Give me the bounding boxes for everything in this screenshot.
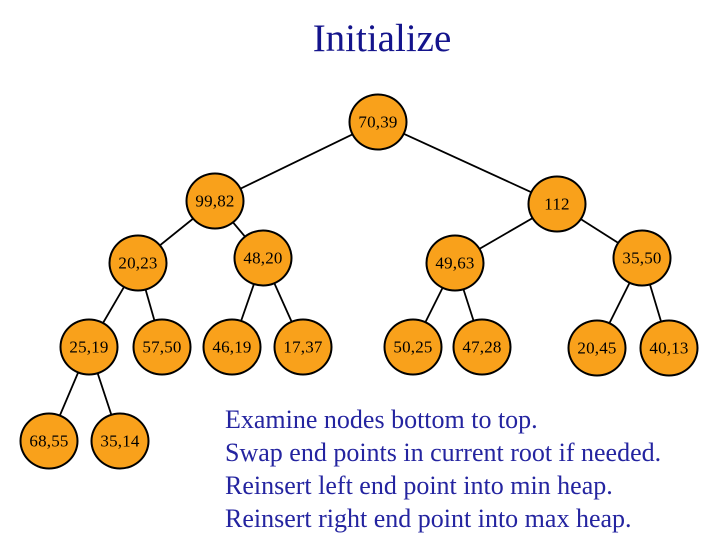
tree-node-20-45: 20,45 <box>567 319 627 377</box>
note-line-4: Reinsert right end point into max heap. <box>225 504 632 533</box>
tree-node-50-25: 50,25 <box>383 318 443 376</box>
notes-block: Examine nodes bottom to top. Swap end po… <box>225 403 661 535</box>
note-line-3: Reinsert left end point into min heap. <box>225 471 613 500</box>
note-line-2: Swap end points in current root if neede… <box>225 438 662 467</box>
tree-node-57-50: 57,50 <box>132 318 192 376</box>
tree-node-70-39: 70,39 <box>348 93 408 151</box>
tree-node-47-28: 47,28 <box>452 318 512 376</box>
tree-node-68-55: 68,55 <box>19 412 79 470</box>
note-line-1: Examine nodes bottom to top. <box>225 405 538 434</box>
slide-title: Initialize <box>312 17 452 60</box>
tree-node-25-19: 25,19 <box>59 318 119 376</box>
tree-node-35-50: 35,50 <box>612 229 672 287</box>
tree-node-49-63: 49,63 <box>425 234 485 292</box>
tree-node-40-13: 40,13 <box>639 319 699 377</box>
tree-node-99-82: 99,82 <box>185 172 245 230</box>
tree-node-35-14: 35,14 <box>90 412 150 470</box>
tree-node-46-19: 46,19 <box>202 318 262 376</box>
tree-node-20-23: 20,23 <box>108 234 168 292</box>
tree-node-48-20: 48,20 <box>233 229 293 287</box>
tree-node-17-37: 17,37 <box>273 318 333 376</box>
tree-node-112: 112 <box>527 175 587 233</box>
